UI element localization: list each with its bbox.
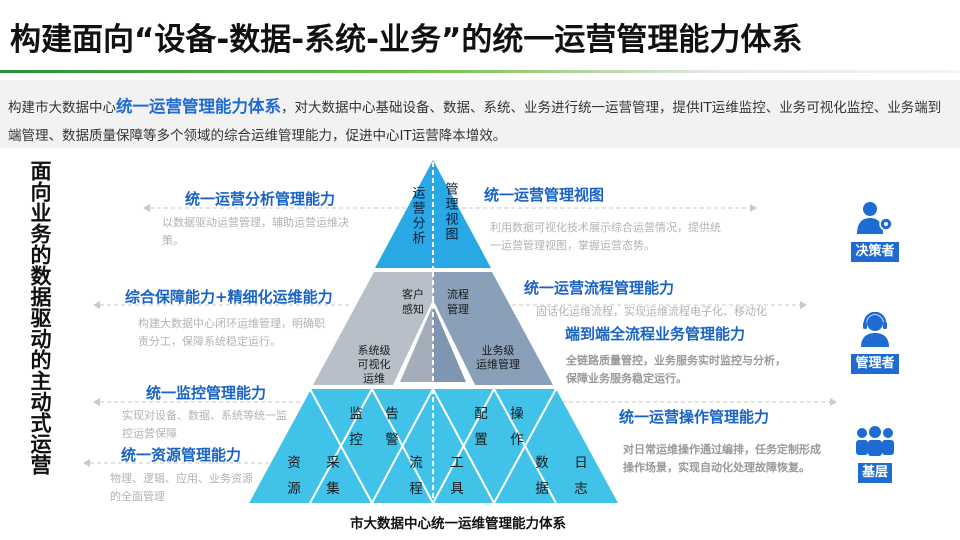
role-label-1: 决策者	[851, 242, 899, 262]
pyr-b-alarm-1: 告	[385, 406, 399, 422]
bottom-caption: 市大数据中心统一运维管理能力体系	[0, 512, 960, 532]
pyr-b-res-2: 源	[287, 481, 301, 497]
pyr-b-tool-2: 具	[450, 481, 464, 497]
intro-text: 构建市大数据中心统一运营管理能力体系，对大数据中心基础设备、数据、系统、业务进行…	[8, 93, 953, 150]
role-label-3: 基层	[857, 463, 892, 483]
right-desc-4: 对日常运维操作通过编排，任务定制形成操作场景，实现自动化处理故障恢复。	[623, 443, 821, 474]
pyr-mid-top-left-2: 感知	[402, 302, 424, 316]
pyr-b-monitor-2: 控	[349, 432, 363, 448]
pyr-b-op-2: 作	[510, 432, 524, 448]
pyr-b-data-2: 据	[535, 481, 549, 497]
pyr-mid-bottom-left-1: 系统级	[358, 344, 391, 357]
right-cap-2: 统一运营流程管理能力	[524, 279, 675, 297]
role-label-2: 管理者	[851, 354, 899, 374]
pyr-mid-bottom-left-2: 可视化	[358, 357, 391, 371]
role-decision-maker: 决策者	[845, 200, 905, 262]
pyr-top-left: 运营分析	[410, 186, 426, 246]
arrow-icon	[93, 301, 100, 309]
pyramid-middle-labels: 客户 感知 流程 管理 系统级 可视化 运维 业务级 运维管理	[358, 287, 521, 385]
pyr-b-flow-1: 流	[409, 455, 423, 471]
left-cap-1: 统一运营分析管理能力	[185, 190, 336, 208]
intro-panel: 构建市大数据中心统一运营管理能力体系，对大数据中心基础设备、数据、系统、业务进行…	[0, 80, 960, 148]
pyr-b-col-1: 采	[326, 455, 340, 471]
arrow-icon	[750, 204, 757, 212]
pyr-b-flow-2: 程	[409, 481, 423, 497]
guide-arrows	[83, 204, 837, 467]
tier-middle-center-right	[433, 305, 466, 382]
intro-prefix: 构建市大数据中心	[8, 100, 116, 116]
tier-middle-right	[433, 272, 553, 385]
pyr-b-data-1: 数	[535, 455, 549, 471]
left-desc-2: 构建大数据中心闭环运维管理，明确职责分工，保障系统稳定运行。	[138, 317, 325, 348]
pyr-b-monitor-1: 监	[349, 406, 363, 422]
pyr-b-alarm-2: 警	[385, 432, 399, 448]
tier-bottom-lines	[247, 388, 557, 504]
decision-maker-icon	[857, 202, 893, 234]
pyr-b-op-1: 操	[510, 406, 524, 422]
left-desc-4: 物理、逻辑、应用、业务资源的全面管理	[110, 472, 253, 503]
left-desc-3: 实现对设备、数据、系统等统一监控运营保障	[122, 409, 287, 440]
right-desc-1: 利用数据可视化技术展示综合运营情况，提供统一运营管理视图，掌握运营态势。	[490, 221, 721, 252]
right-cap-1: 统一运营管理视图	[484, 186, 605, 204]
role-grassroots: 基层	[845, 425, 905, 483]
right-desc-2: 固话化运维流程，实现运维流程电子化、移动化	[536, 305, 767, 318]
pyr-mid-bottom-right-2: 运维管理	[476, 357, 520, 371]
arrow-icon	[93, 398, 100, 406]
pyr-b-config-1: 配	[474, 406, 488, 422]
side-label: 面向业务的数据驱动的主动式运营	[28, 160, 52, 475]
left-cap-2: 综合保障能力+精细化运维能力	[125, 288, 333, 306]
group-icon	[856, 426, 894, 456]
pyr-b-log-2: 志	[574, 481, 588, 497]
role-manager: 管理者	[845, 311, 905, 374]
pyramid-labels: 运营分析 管理视图	[410, 182, 459, 246]
pyr-mid-bottom-right-1: 业务级	[482, 344, 515, 357]
intro-suffix: ，对大数据中心基础设备、数据、系统、业务进行统一运营管理，提供IT运维监控、业务…	[8, 100, 942, 144]
arrow-icon	[830, 398, 837, 406]
pyr-b-log-1: 日	[574, 455, 588, 471]
pyr-mid-top-right-2: 管理	[447, 302, 469, 316]
pyramid-bottom-labels: 监 控 告 警 配 置 操 作 资 源 采 集 流 程 工 具 数 据 日 志	[287, 406, 588, 497]
left-desc-1: 以数据驱动运营管理，辅助运营运维决策。	[162, 216, 349, 247]
right-cap-4: 统一运营操作管理能力	[619, 408, 770, 426]
arrow-icon	[143, 204, 150, 212]
pyr-b-res-1: 资	[287, 455, 301, 471]
right-desc-3: 全链路质量管控，业务服务实时监控与分析，保障业务服务稳定运行。	[566, 354, 786, 385]
pyr-mid-bottom-left-3: 运维	[363, 372, 385, 385]
arrow-icon	[83, 459, 90, 467]
pyr-b-col-2: 集	[326, 481, 340, 497]
pyr-top-right: 管理视图	[443, 182, 459, 242]
left-cap-3: 统一监控管理能力	[146, 384, 267, 402]
arrow-icon	[800, 301, 807, 309]
right-cap-3: 端到端全流程业务管理能力	[565, 325, 746, 343]
title-divider	[0, 70, 960, 73]
pyr-mid-top-right-1: 流程	[447, 287, 469, 301]
left-cap-4: 统一资源管理能力	[121, 446, 242, 464]
guide-lines	[90, 207, 830, 464]
page-title: 构建面向“设备-数据-系统-业务”的统一运营管理能力体系	[10, 22, 803, 58]
tier-middle-left	[313, 272, 433, 385]
manager-headset-icon	[861, 311, 889, 347]
bottom-caption-text: 市大数据中心统一运维管理能力体系	[350, 516, 566, 532]
tier-middle-center-left	[400, 305, 433, 382]
pyr-mid-top-left-1: 客户	[402, 287, 424, 301]
intro-highlight: 统一运营管理能力体系	[116, 97, 281, 116]
pyr-b-config-2: 置	[474, 432, 488, 448]
pyr-b-tool-1: 工	[450, 455, 464, 471]
